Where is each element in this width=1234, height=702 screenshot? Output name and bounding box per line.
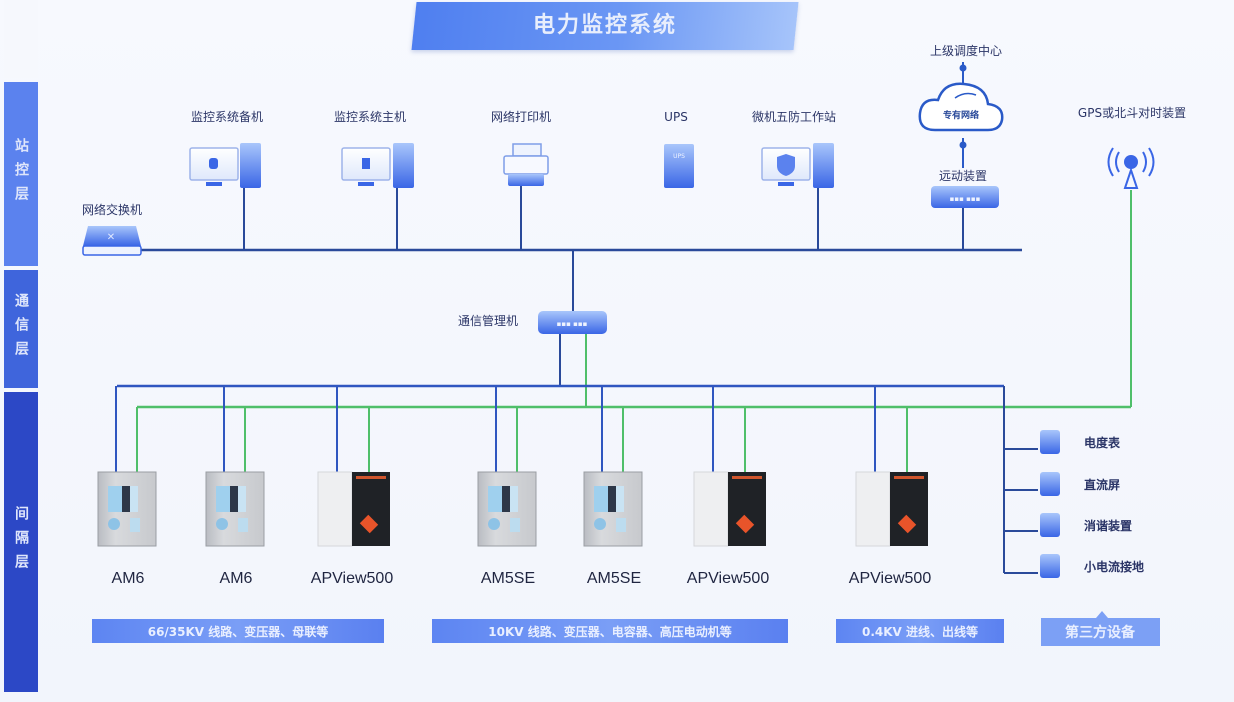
bay-device-6[interactable] (693, 471, 766, 547)
power-quality-monitor-icon (317, 471, 353, 547)
comm-manager-icon (538, 311, 607, 334)
gps-device[interactable] (1107, 147, 1155, 189)
backup-host-label: 监控系统备机 (191, 110, 263, 124)
connector-dot (959, 141, 967, 149)
network-switch-label: 网络交换机 (82, 202, 142, 217)
third-party-item[interactable]: 消谐装置 (1040, 513, 1132, 537)
main-host-label: 监控系统主机 (334, 110, 406, 124)
voltage-groups: 66/35KV 线路、变压器、母联等 10KV 线路、变压器、电容器、高压电动机等… (92, 619, 1004, 643)
cloud-icon (918, 82, 1004, 132)
voltage-group-bar: 0.4KV 进线、出线等 (836, 619, 1004, 643)
bay-bus (117, 190, 1132, 574)
voltage-group-bar: 66/35KV 线路、变压器、母联等 (92, 619, 384, 643)
bay-device-1[interactable] (97, 471, 157, 547)
svg-text:✕: ✕ (107, 232, 115, 243)
connector-dot (959, 64, 967, 72)
bay-devices: AM6 AM6 APView500 AM5SE AM5SE APView500 APView… (97, 471, 932, 587)
third-party-item-label: 消谐装置 (1084, 518, 1132, 533)
bay-device-7[interactable] (855, 471, 928, 547)
printer-device[interactable] (503, 143, 549, 186)
layer-label-communication: 通信层 (4, 270, 38, 388)
telecontrol-icon (931, 186, 999, 208)
power-quality-monitor-icon (855, 471, 891, 547)
voltage-group-label: 0.4KV 进线、出线等 (862, 624, 978, 639)
network-switch[interactable]: ✕ (82, 226, 142, 256)
layer-label-bay: 间隔层 (4, 392, 38, 692)
third-party-item[interactable]: 电度表 (1040, 430, 1121, 454)
third-party-item[interactable]: 小电流接地 (1040, 554, 1144, 578)
device-model-label: APView500 (687, 570, 770, 587)
third-party-item-label: 电度表 (1084, 435, 1121, 450)
device-drop-lines (115, 386, 908, 472)
ups-label: UPS (664, 110, 688, 124)
svg-text:▪▪▪ ▪▪▪: ▪▪▪ ▪▪▪ (950, 195, 981, 203)
gps-label: GPS或北斗对时装置 (1078, 106, 1186, 120)
five-prevention-label: 微机五防工作站 (752, 109, 836, 124)
bay-device-4[interactable] (477, 471, 537, 547)
ups-icon (664, 144, 694, 188)
backup-host-device[interactable] (189, 143, 261, 188)
ground-device-icon (1040, 554, 1060, 578)
comm-manager-device[interactable]: ▪▪▪ ▪▪▪ (538, 311, 607, 334)
station-bus (140, 62, 1022, 312)
dispatch-center-label: 上级调度中心 (930, 43, 1002, 58)
ups-device[interactable]: UPS (664, 144, 694, 188)
device-model-label: AM5SE (481, 570, 535, 587)
harmonic-device-icon (1040, 513, 1060, 537)
meter-icon (1040, 430, 1060, 454)
voltage-group-label: 66/35KV 线路、变压器、母联等 (148, 624, 329, 639)
private-network-cloud[interactable] (918, 82, 1004, 132)
printer-icon (512, 143, 542, 157)
printer-label: 网络打印机 (491, 109, 551, 124)
switch-icon (83, 226, 141, 246)
third-party-title: 第三方设备 (1065, 624, 1136, 641)
sidebar-spacer (4, 0, 38, 78)
third-party-item-label: 直流屏 (1084, 477, 1120, 492)
device-model-label: AM5SE (587, 570, 641, 587)
third-party-title-box: 第三方设备 (1041, 611, 1160, 646)
main-host-device[interactable] (341, 143, 414, 188)
voltage-group-bar: 10KV 线路、变压器、电容器、高压电动机等 (432, 619, 788, 643)
device-model-label: AM6 (112, 570, 145, 587)
comm-manager-label: 通信管理机 (458, 313, 518, 328)
device-model-label: APView500 (311, 570, 394, 587)
antenna-icon (1124, 155, 1138, 169)
third-party-item-label: 小电流接地 (1084, 559, 1144, 574)
device-model-label: AM6 (220, 570, 253, 587)
device-model-label: APView500 (849, 570, 932, 587)
third-party-item[interactable]: 直流屏 (1040, 472, 1120, 496)
layer-label-station: 站控层 (4, 82, 38, 266)
telecontrol-device[interactable]: ▪▪▪ ▪▪▪ (931, 186, 999, 208)
bay-device-3[interactable] (317, 471, 390, 547)
svg-text:▪▪▪ ▪▪▪: ▪▪▪ ▪▪▪ (557, 320, 588, 328)
page-title: 电力监控系统 (532, 13, 677, 38)
power-quality-monitor-icon (693, 471, 729, 547)
telecontrol-label: 远动装置 (939, 169, 987, 183)
svg-text:UPS: UPS (673, 153, 685, 160)
dc-panel-icon (1040, 472, 1060, 496)
five-prevention-device[interactable] (761, 143, 834, 188)
cloud-label: 专有网络 (943, 109, 979, 121)
bay-device-5[interactable] (583, 471, 643, 547)
bay-device-2[interactable] (205, 471, 265, 547)
voltage-group-label: 10KV 线路、变压器、电容器、高压电动机等 (488, 624, 731, 639)
